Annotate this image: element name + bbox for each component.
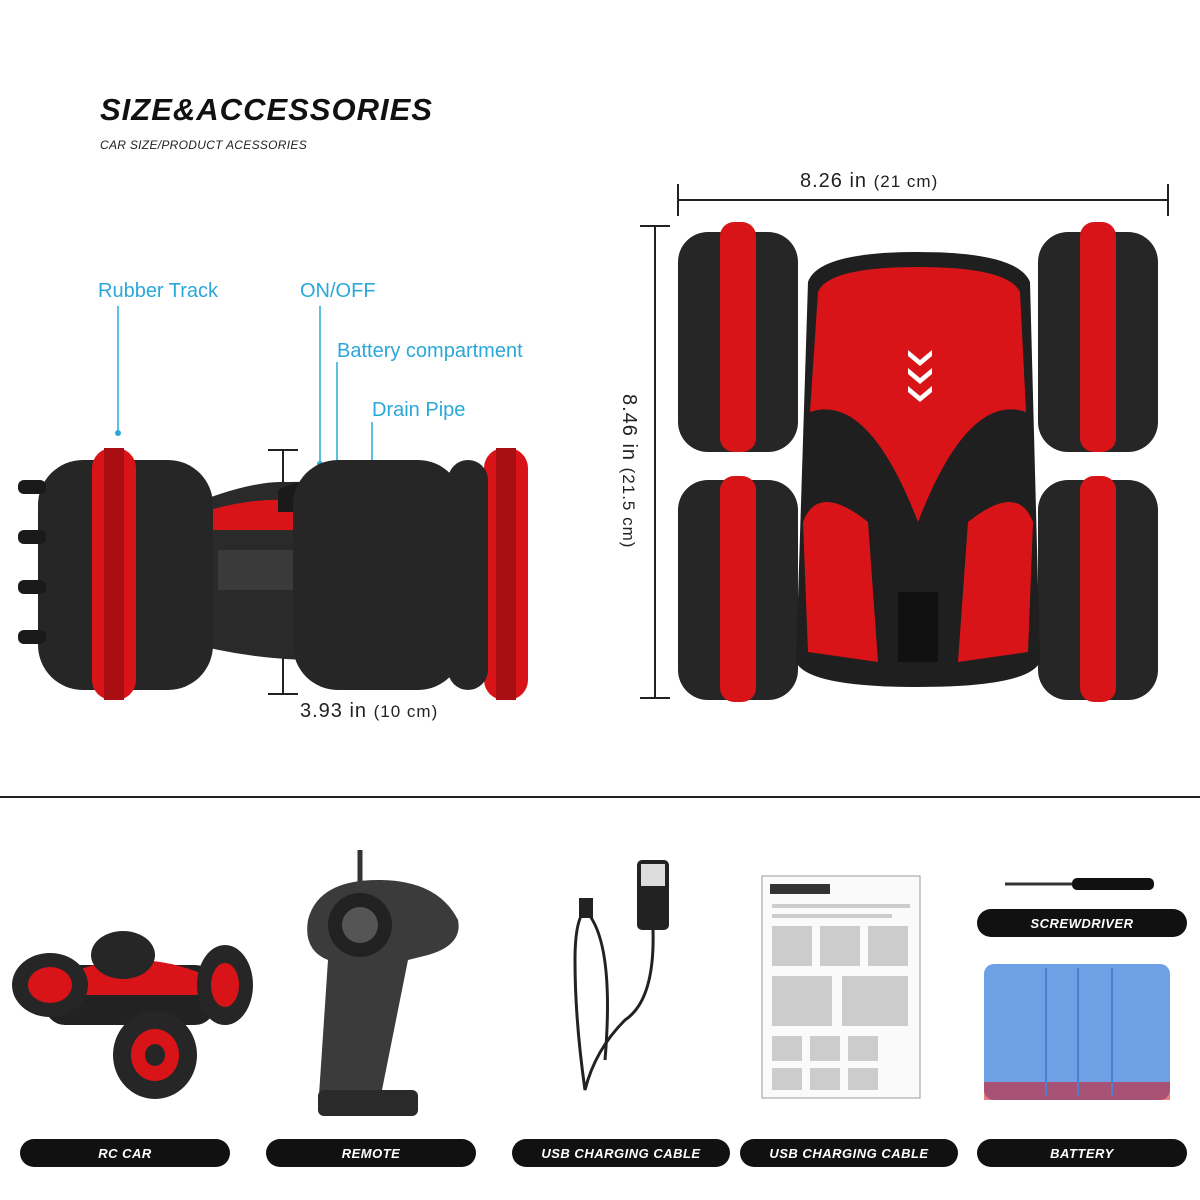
dimension-length: 8.46 in (21.5 cm) bbox=[617, 394, 640, 548]
dimension-height-value: 3.93 in bbox=[300, 700, 368, 722]
rc-car-image bbox=[12, 931, 253, 1099]
label-rc-car: RC CAR bbox=[20, 1139, 230, 1167]
label-usb-charging-cable: USB CHARGING CABLE bbox=[512, 1139, 730, 1167]
side-right-wheel bbox=[293, 448, 528, 700]
dimension-length-value: 8.46 in bbox=[618, 394, 640, 462]
label-remote: REMOTE bbox=[266, 1139, 476, 1167]
dimension-width-metric: (21 cm) bbox=[873, 172, 939, 191]
page-subtitle: CAR SIZE/PRODUCT ACESSORIES bbox=[100, 138, 308, 152]
section-divider bbox=[0, 796, 1200, 798]
side-left-wheel bbox=[18, 448, 213, 700]
label-screwdriver: SCREWDRIVER bbox=[977, 909, 1187, 937]
car-side-view-image bbox=[18, 448, 528, 700]
battery-image bbox=[984, 964, 1170, 1100]
usb-cable-image bbox=[573, 860, 669, 1091]
callout-on-off: ON/OFF bbox=[300, 280, 376, 302]
dimension-width: 8.26 in (21 cm) bbox=[800, 170, 938, 193]
callout-battery-compartment: Battery compartment bbox=[337, 340, 523, 362]
screwdriver-image bbox=[1005, 878, 1154, 890]
callout-rubber-track: Rubber Track bbox=[98, 280, 219, 302]
label-manual: USB CHARGING CABLE bbox=[740, 1139, 958, 1167]
dimension-height: 3.93 in (10 cm) bbox=[300, 700, 438, 723]
dimension-height-metric: (10 cm) bbox=[373, 702, 439, 721]
dimension-width-value: 8.26 in bbox=[800, 170, 868, 192]
dimension-length-metric: (21.5 cm) bbox=[619, 467, 638, 549]
remote-image bbox=[307, 850, 459, 1116]
page-title: SIZE&ACCESSORIES bbox=[100, 92, 433, 127]
label-battery: BATTERY bbox=[977, 1139, 1187, 1167]
manual-image bbox=[761, 875, 921, 1099]
callout-drain-pipe: Drain Pipe bbox=[372, 399, 466, 421]
car-top-view-image bbox=[678, 222, 1158, 702]
top-wheels bbox=[678, 222, 1158, 702]
